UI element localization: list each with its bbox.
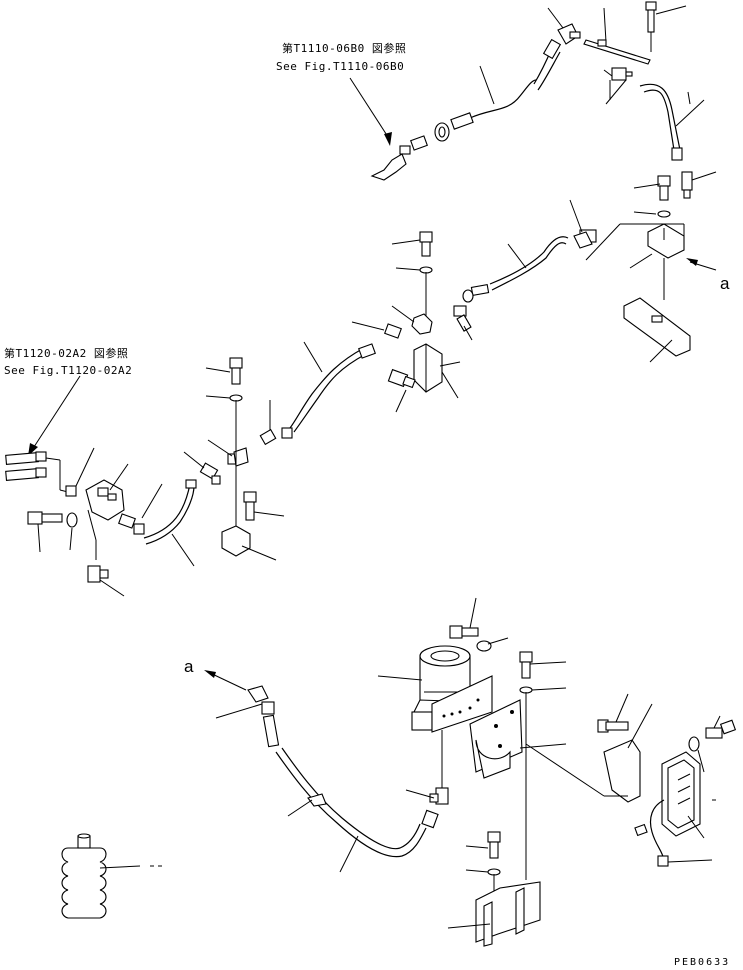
connection-mark-a-right: a	[720, 274, 730, 293]
dryer-bolt	[449, 597, 509, 652]
top-bolt	[645, 1, 687, 52]
connection-mark-a-left: a	[184, 657, 194, 676]
dryer-bolt-right	[519, 651, 567, 880]
top-hose	[469, 38, 562, 119]
left-tube	[118, 479, 197, 567]
ref-upper-jp: 第T1110-06B0 図参照	[282, 42, 407, 55]
left-bolt	[27, 511, 63, 553]
ref-left-jp: 第T1120-02A2 図参照	[4, 347, 129, 360]
mid-hose	[462, 236, 569, 303]
air-dryer	[377, 645, 493, 733]
control-unit	[634, 751, 716, 867]
right-mount-plate	[623, 297, 691, 363]
lower-connection-arrow	[204, 670, 247, 691]
ref-arrow-upper	[349, 77, 392, 146]
left-washer	[66, 512, 78, 551]
ref-left-en: See Fig.T1120-02A2	[4, 364, 133, 377]
mid-swivel	[351, 321, 416, 413]
center-fittings	[207, 400, 277, 467]
right-bolt-washer	[633, 175, 671, 218]
far-right-bolt	[688, 715, 737, 773]
right-lower-bracket	[525, 703, 653, 803]
ref-upper-en: See Fig.T1110-06B0	[276, 60, 405, 73]
right-lower-bolt	[597, 693, 629, 733]
top-elbow-fitting	[547, 7, 581, 45]
upper-right-tee	[603, 67, 633, 105]
stand-base	[447, 881, 541, 947]
mid-elbow	[569, 199, 597, 249]
right-clamp-bracket	[585, 223, 717, 300]
mid-bolt	[391, 231, 433, 326]
dryer-bracket	[469, 699, 567, 779]
left-valve-body	[85, 463, 129, 560]
lower-bolt	[243, 491, 285, 521]
ref-arrow-left	[28, 375, 81, 456]
lower-elbow-fitting	[405, 730, 449, 805]
lower-hose	[215, 685, 439, 873]
mid-bracket	[413, 343, 461, 399]
bellows-boot	[61, 833, 162, 919]
left-hose-ends	[5, 451, 77, 495]
center-tee-fitting	[183, 451, 221, 485]
mid-clip	[391, 305, 433, 335]
right-connector	[681, 171, 717, 199]
mid-connector	[453, 305, 473, 341]
left-plug	[65, 447, 95, 497]
drawing-code: PEB0633	[674, 957, 731, 968]
upper-hose-fittings	[370, 112, 474, 181]
stand-bolt	[465, 831, 501, 904]
left-elbow	[87, 565, 125, 597]
center-tube	[281, 341, 376, 439]
left-bolt-column	[205, 357, 243, 540]
top-strap-bracket	[583, 7, 651, 65]
upper-right-tube	[639, 83, 705, 161]
lower-clamp	[221, 525, 277, 561]
